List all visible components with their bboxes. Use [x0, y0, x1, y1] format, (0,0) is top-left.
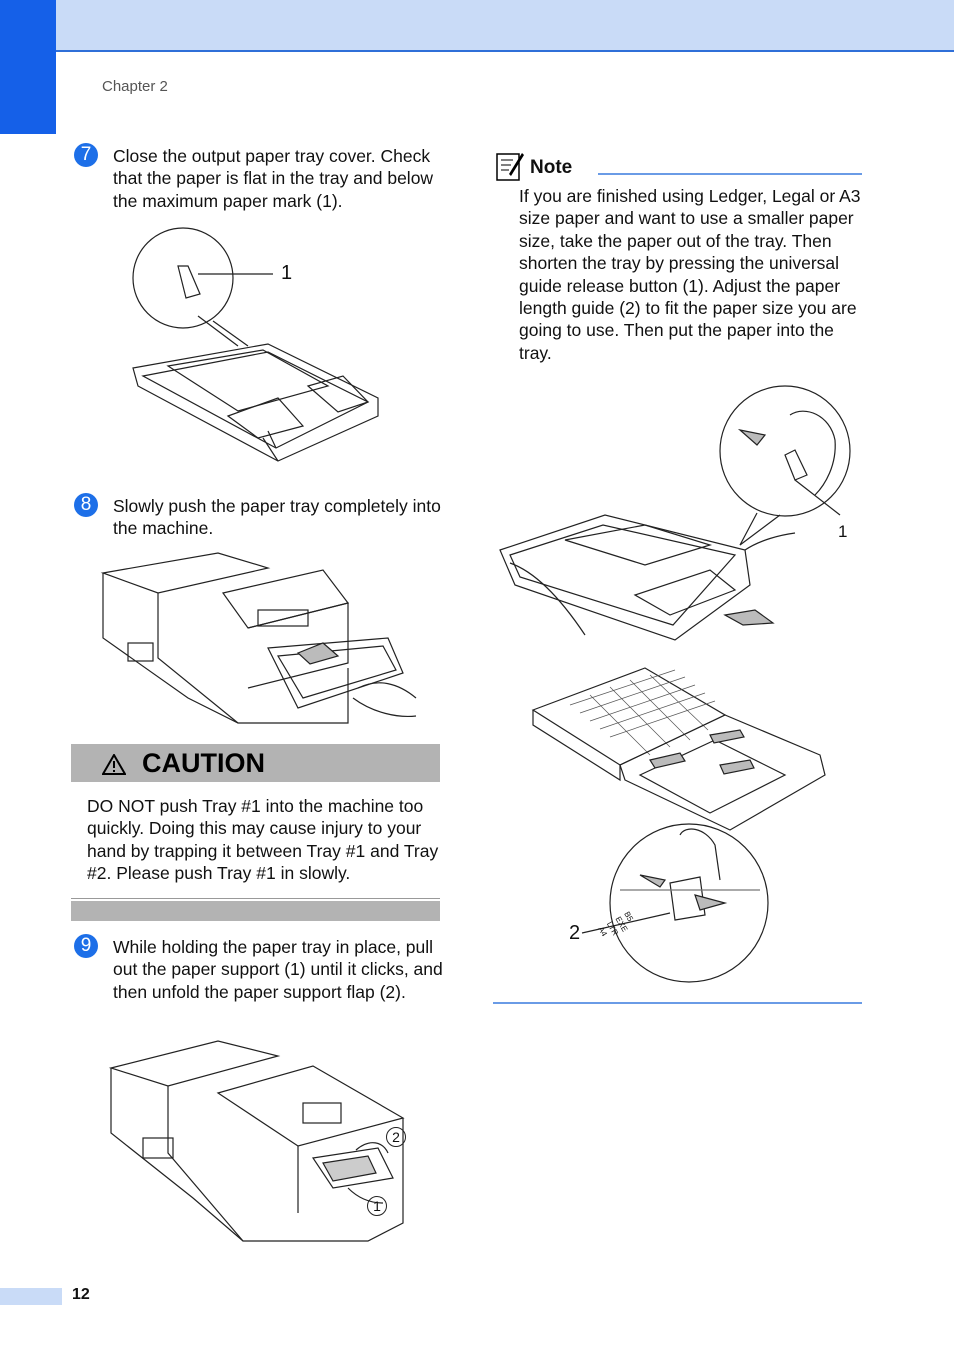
caution-text: DO NOT push Tray #1 into the machine too…: [87, 796, 439, 884]
release-callout-1: 1: [838, 522, 848, 541]
chapter-tab: [0, 0, 56, 134]
caution-divider: [71, 898, 440, 899]
page-tab: [0, 1288, 62, 1305]
note-title: Note: [530, 157, 573, 178]
figure-push-tray: [98, 548, 418, 726]
note-header-rule: [598, 173, 862, 175]
chapter-label: Chapter 2: [102, 78, 168, 95]
warning-triangle-icon: [102, 754, 126, 775]
note-text: If you are finished using Ledger, Legal …: [519, 186, 861, 363]
tray-callout-1: 1: [281, 262, 293, 284]
caution-header-bar: [71, 744, 440, 782]
figure-tray-cover: 1: [128, 226, 388, 471]
step-9-text: While holding the paper tray in place, p…: [113, 937, 443, 1002]
figure-release-button: 1: [495, 385, 860, 650]
step-number-8: 8: [74, 493, 98, 517]
step-8-text: Slowly push the paper tray completely in…: [113, 496, 441, 539]
step-number-9: 9: [74, 934, 98, 958]
guide-callout-2: 2: [569, 922, 581, 944]
caution-footer-bar: [71, 901, 440, 921]
header-band: [0, 0, 954, 52]
note-pencil-icon: [496, 153, 524, 181]
figure-paper-support: 2 1: [108, 1038, 408, 1244]
note-bottom-rule: [493, 1002, 862, 1004]
step-7-text: Close the output paper tray cover. Check…: [113, 146, 434, 211]
page-number: 12: [72, 1286, 90, 1303]
support-callout-2: 2: [386, 1127, 406, 1147]
support-callout-1: 1: [367, 1196, 387, 1216]
caution-title: CAUTION: [142, 748, 265, 778]
step-number-7: 7: [74, 143, 98, 167]
figure-length-guide: 2 B5 EXE LTR A4: [530, 665, 830, 985]
